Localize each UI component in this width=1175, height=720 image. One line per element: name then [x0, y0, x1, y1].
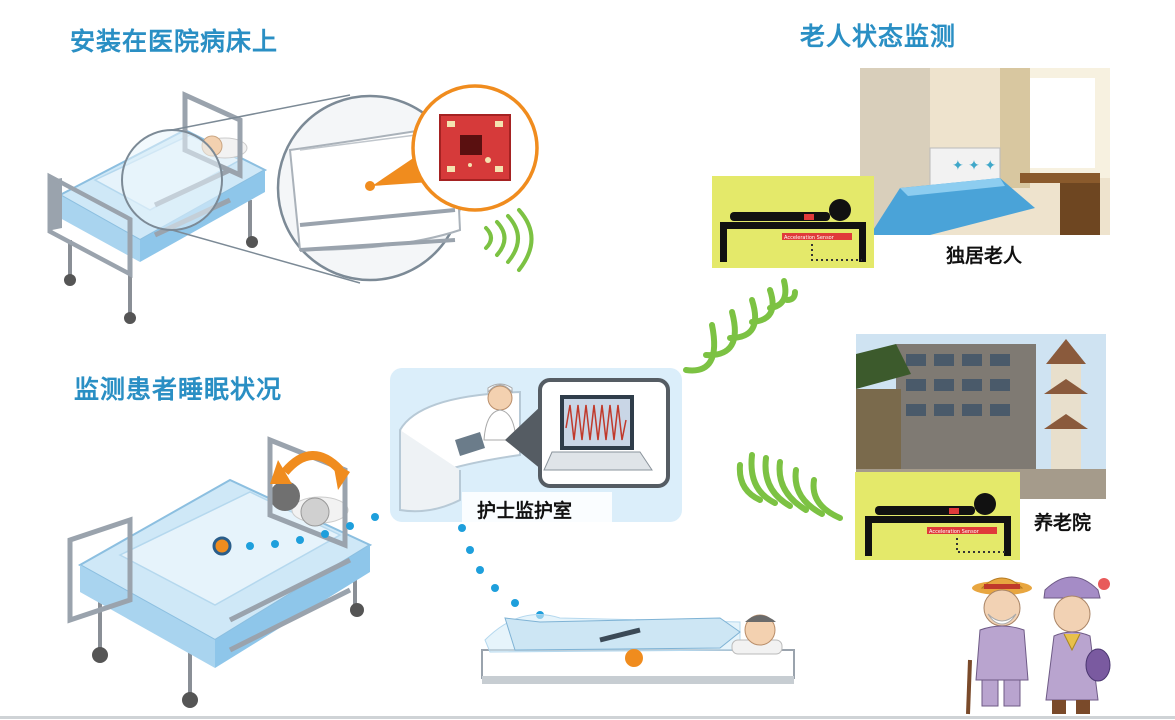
svg-text:✦ ✦ ✦: ✦ ✦ ✦ [952, 158, 996, 174]
wifi-signal-icon [683, 278, 843, 521]
patient-bed-icon [67, 436, 373, 708]
nurse-station-panel [390, 368, 682, 524]
install-title: 安装在医院病床上 [70, 27, 279, 56]
sleep-sensor-card-2: Acceleration Sensor [855, 472, 1020, 560]
bottom-divider [0, 716, 1175, 719]
nursing-home-label: 养老院 [1034, 512, 1092, 534]
svg-text:Acceleration Sensor: Acceleration Sensor [784, 235, 835, 241]
laptop-icon [543, 395, 653, 471]
sensor-board-icon [411, 84, 539, 212]
wifi-signal-icon [484, 208, 534, 272]
sleep-monitor-title: 监测患者睡眠状况 [74, 375, 283, 404]
bedroom-photo: ✦ ✦ ✦ [860, 68, 1110, 235]
elderly-couple-icon [960, 570, 1120, 716]
hospital-bed-icon [47, 91, 268, 324]
nurse-icon [483, 383, 517, 441]
nurse-station-label: 护士监护室 [477, 500, 573, 522]
elderly-monitor-title: 老人状态监测 [800, 22, 957, 51]
svg-text:Acceleration Sensor: Acceleration Sensor [929, 529, 980, 535]
lying-person-icon [481, 614, 795, 684]
living-alone-label: 独居老人 [946, 245, 1023, 267]
sleep-sensor-card-1: Acceleration Sensor [712, 176, 874, 268]
